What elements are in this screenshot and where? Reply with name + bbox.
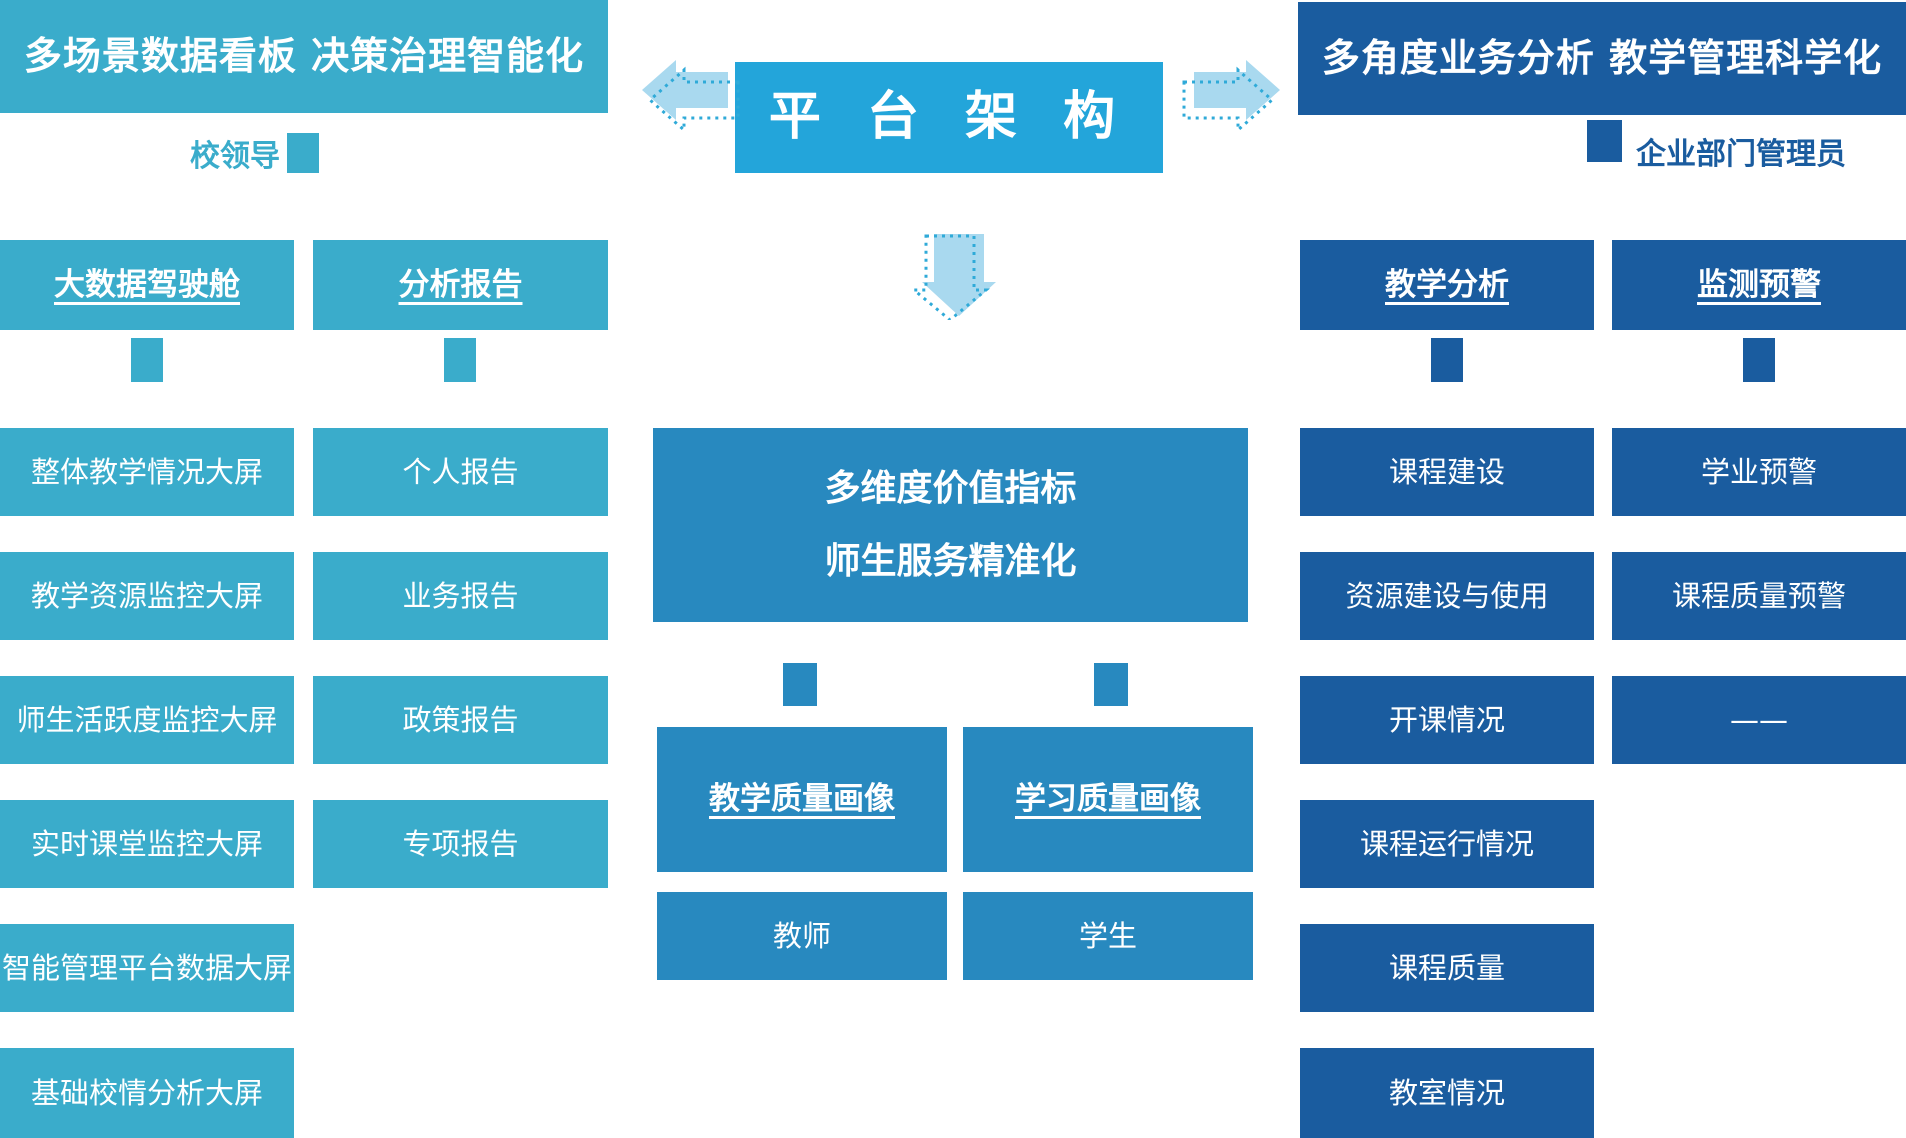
- header-label: 教学分析: [1385, 266, 1509, 303]
- role-school-leader: 校领导: [150, 133, 280, 174]
- page-title-label: 平 台 架 构: [768, 87, 1130, 147]
- node-special-report: 专项报告: [313, 800, 608, 888]
- node-label: 智能管理平台数据大屏: [1, 950, 292, 985]
- header-analysis-report: 分析报告: [313, 240, 608, 330]
- node-label: 教师: [772, 918, 831, 953]
- node-course-quality: 课程质量: [1300, 924, 1594, 1012]
- value-line-2: 师生服务精准化: [824, 541, 1077, 582]
- node-smart-platform-screen: 智能管理平台数据大屏: [0, 924, 294, 1012]
- node-course-quality-warning: 课程质量预警: [1612, 552, 1906, 640]
- left-banner-label: 多场景数据看板 决策治理智能化: [23, 33, 585, 78]
- node-school-analysis-screen: 基础校情分析大屏: [0, 1048, 294, 1138]
- node-overall-teaching-screen: 整体教学情况大屏: [0, 428, 294, 516]
- header-teaching-analysis: 教学分析: [1300, 240, 1594, 330]
- node-label: 师生活跃度监控大屏: [16, 702, 278, 737]
- node-label: 资源建设与使用: [1345, 578, 1549, 613]
- node-learning-quality-portrait: 学习质量画像: [963, 727, 1253, 872]
- node-label: 课程建设: [1388, 454, 1505, 489]
- node-label: 课程运行情况: [1359, 826, 1534, 861]
- node-resource-usage: 资源建设与使用: [1300, 552, 1594, 640]
- role-admin: 企业部门管理员: [1636, 131, 1886, 172]
- node-teacher: 教师: [657, 892, 947, 980]
- node-activity-monitor-screen: 师生活跃度监控大屏: [0, 676, 294, 764]
- node-label: 整体教学情况大屏: [30, 454, 263, 489]
- node-label: 政策报告: [402, 702, 519, 737]
- node-label: 教学质量画像: [709, 781, 895, 818]
- connector-square: [444, 338, 476, 382]
- node-teaching-quality-portrait: 教学质量画像: [657, 727, 947, 872]
- node-label: 学生: [1078, 918, 1137, 953]
- right-arrow-icon: [1182, 60, 1280, 134]
- node-label: ——: [1730, 702, 1788, 737]
- page-title: 平 台 架 构: [735, 62, 1163, 173]
- node-course-construction: 课程建设: [1300, 428, 1594, 516]
- node-realtime-class-screen: 实时课堂监控大屏: [0, 800, 294, 888]
- connector-square: [783, 663, 817, 706]
- header-monitor-warning: 监测预警: [1612, 240, 1906, 330]
- node-label: 实时课堂监控大屏: [30, 826, 263, 861]
- node-label: 课程质量: [1388, 950, 1505, 985]
- node-teaching-resource-screen: 教学资源监控大屏: [0, 552, 294, 640]
- value-line-1: 多维度价值指标: [824, 468, 1077, 509]
- node-course-offering: 开课情况: [1300, 676, 1594, 764]
- node-label: 业务报告: [402, 578, 519, 613]
- node-label: 学业预警: [1700, 454, 1817, 489]
- connector-square: [131, 338, 163, 382]
- node-placeholder-dash: ——: [1612, 676, 1906, 764]
- node-label: 课程质量预警: [1671, 578, 1846, 613]
- left-arrow-icon: [642, 60, 740, 134]
- node-label: 教学资源监控大屏: [30, 578, 263, 613]
- node-course-operation: 课程运行情况: [1300, 800, 1594, 888]
- node-label: 学习质量画像: [1015, 781, 1201, 818]
- connector-square: [1094, 663, 1128, 706]
- node-label: 教室情况: [1388, 1075, 1505, 1110]
- header-big-data-cockpit: 大数据驾驶舱: [0, 240, 294, 330]
- node-personal-report: 个人报告: [313, 428, 608, 516]
- role-school-leader-label: 校领导: [190, 139, 280, 174]
- node-label: 基础校情分析大屏: [30, 1075, 263, 1110]
- right-banner-label: 多角度业务分析 教学管理科学化: [1321, 35, 1883, 80]
- connector-square: [1743, 338, 1775, 382]
- left-banner: 多场景数据看板 决策治理智能化: [0, 0, 608, 113]
- header-label: 分析报告: [398, 266, 523, 303]
- node-academic-warning: 学业预警: [1612, 428, 1906, 516]
- node-student: 学生: [963, 892, 1253, 980]
- node-label: 开课情况: [1388, 702, 1505, 737]
- value-indicator-box: 多维度价值指标 师生服务精准化: [653, 428, 1248, 622]
- header-label: 大数据驾驶舱: [54, 266, 240, 303]
- down-arrow-icon: [914, 234, 996, 320]
- node-label: 个人报告: [402, 454, 519, 489]
- node-business-report: 业务报告: [313, 552, 608, 640]
- connector-square: [1431, 338, 1463, 382]
- role-admin-label: 企业部门管理员: [1636, 137, 1846, 172]
- header-label: 监测预警: [1697, 266, 1821, 303]
- admin-marker-square: [1587, 120, 1622, 162]
- node-classroom-status: 教室情况: [1300, 1048, 1594, 1138]
- right-banner: 多角度业务分析 教学管理科学化: [1298, 2, 1906, 115]
- node-label: 专项报告: [402, 826, 519, 861]
- node-policy-report: 政策报告: [313, 676, 608, 764]
- school-leader-marker-square: [287, 133, 319, 173]
